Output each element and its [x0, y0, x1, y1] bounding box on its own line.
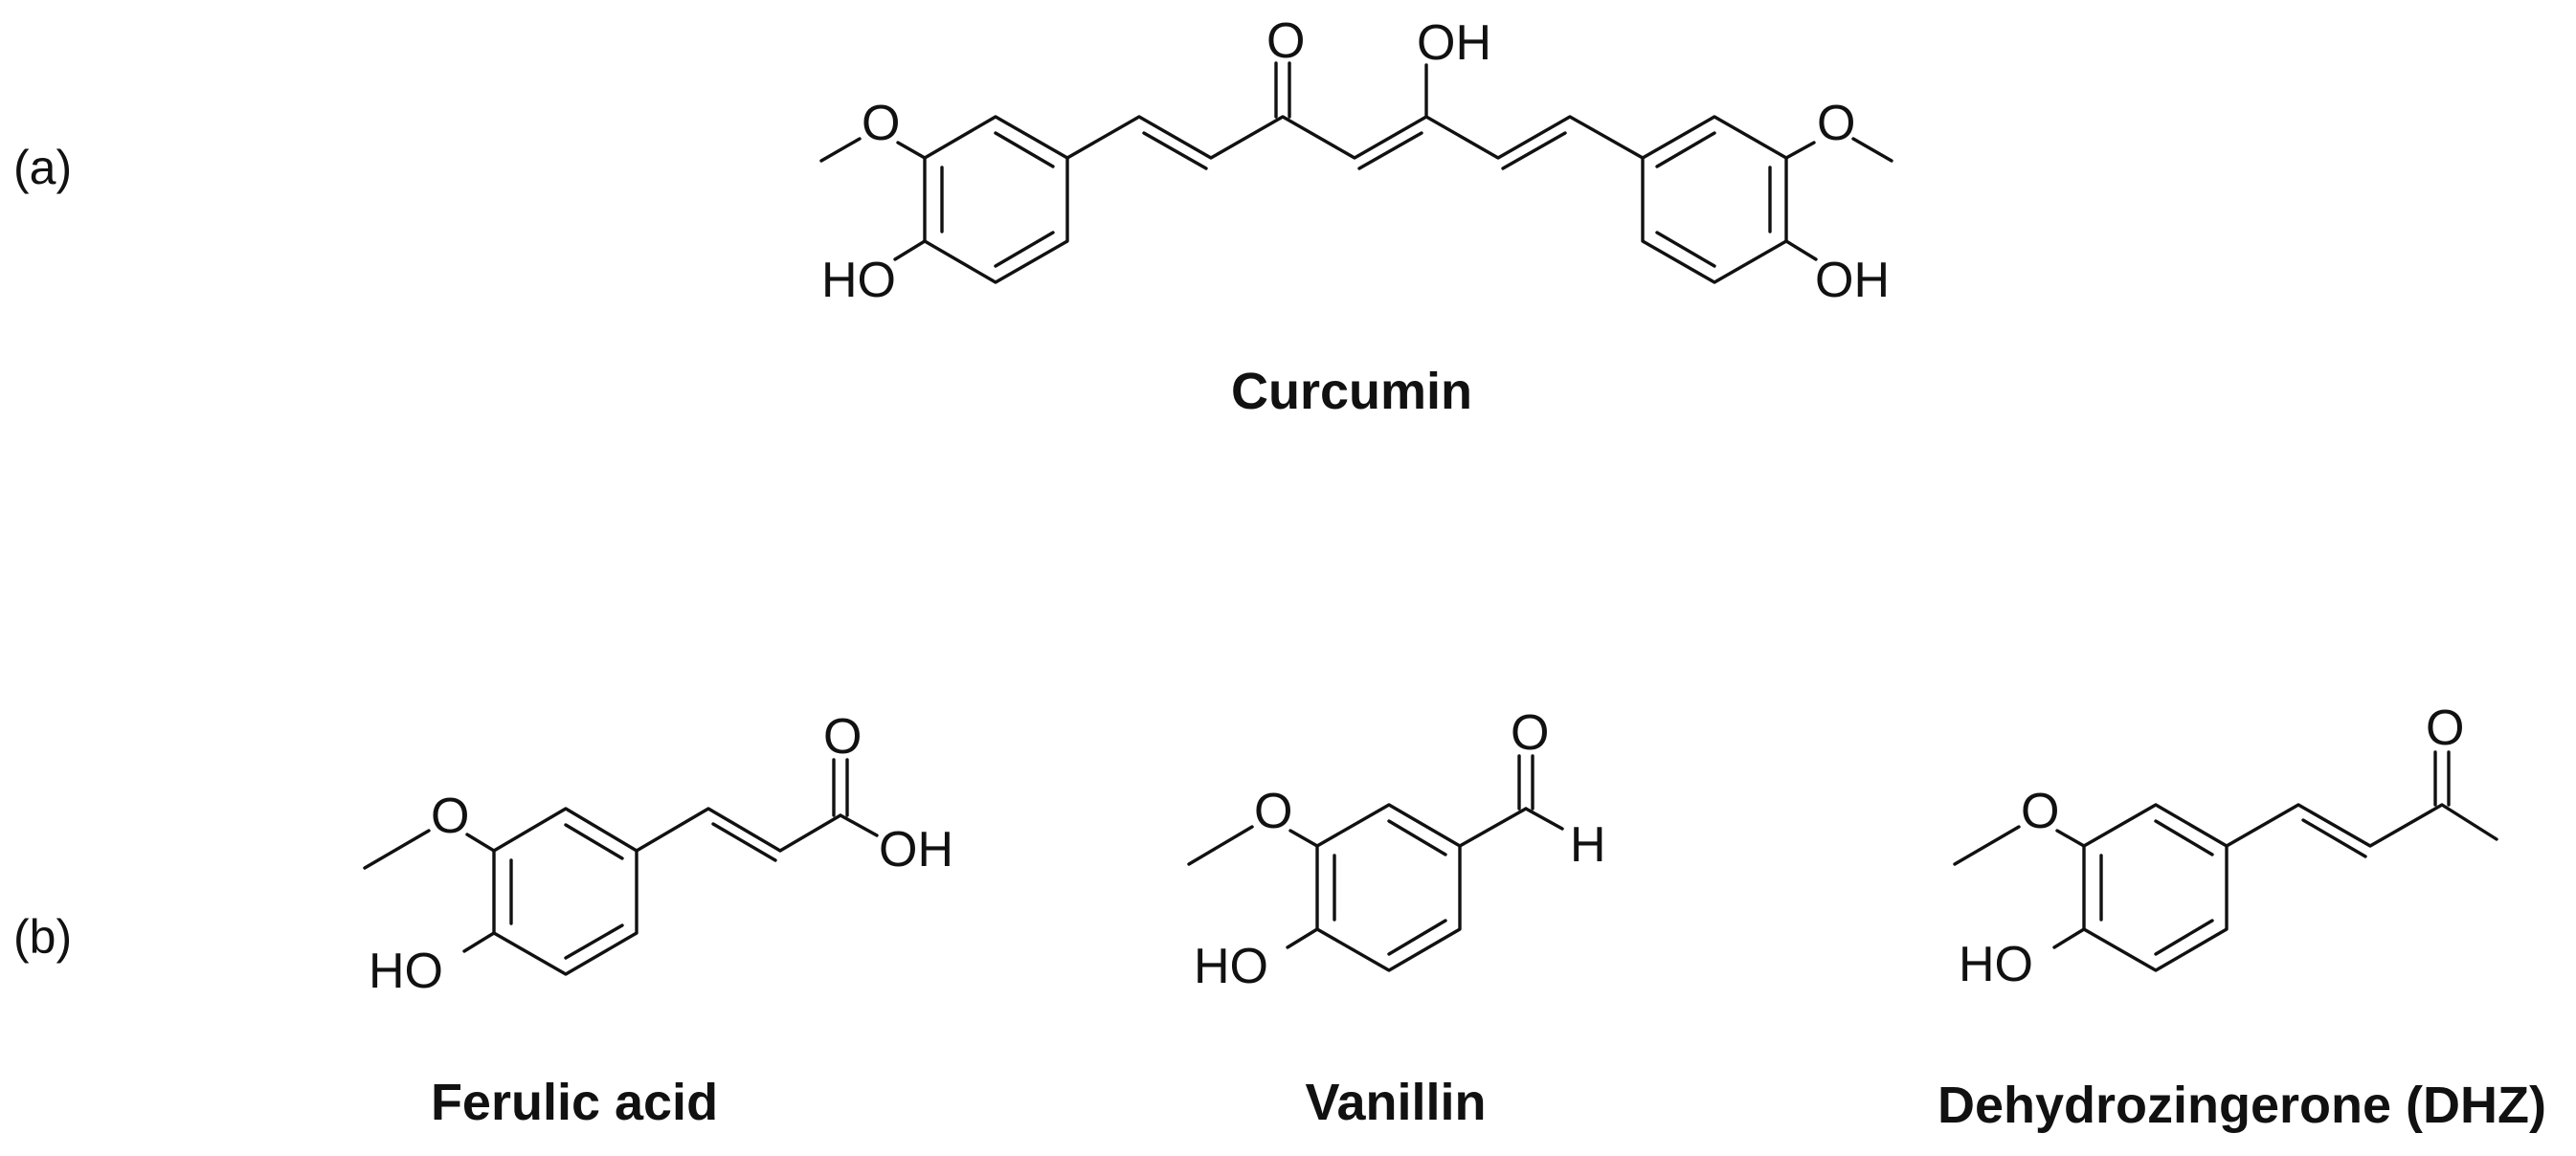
- curcumin-ketone-oxygen: O: [1266, 13, 1305, 69]
- vanillin-ring-double-3: [1387, 919, 1447, 956]
- curcumin-structure: O HO O OH O OH: [819, 13, 1893, 308]
- curcumin-left-methoxy-bond-2: [819, 137, 862, 163]
- ferulic-ring-double-3: [564, 923, 624, 960]
- curcumin-enol-hydroxyl: OH: [1417, 15, 1491, 71]
- vanillin-structure: O HO O H: [1187, 705, 1606, 994]
- dhz-ring-double-2: [2154, 819, 2214, 856]
- vanillin-methoxy-oxygen: O: [1254, 784, 1292, 839]
- ferulic-methoxy-bond-1: [465, 833, 496, 853]
- ferulic-ring-double-2: [564, 823, 624, 860]
- dhz-methoxy-oxygen: O: [2021, 784, 2059, 839]
- dhz-ring-double-3: [2154, 919, 2214, 956]
- ferulic-methoxy-bond-2: [363, 829, 431, 870]
- ferulic-hydroxyl-acid-bond: [839, 813, 879, 837]
- curcumin-linker-chain: [1065, 115, 1645, 160]
- vanillin-aldehyde-bond: [1458, 807, 1528, 848]
- curcumin-right-ring-double-1: [1655, 131, 1716, 168]
- curcumin-right-methoxy-bond-1: [1784, 141, 1816, 160]
- ferulic-acid-name: Ferulic acid: [431, 1074, 718, 1131]
- curcumin-left-ring-double-2: [994, 131, 1055, 168]
- curcumin-linker-double-3: [1501, 131, 1567, 170]
- vanillin-hydroxyl-bond: [1286, 927, 1319, 949]
- ferulic-acid-structure: O HO O OH: [363, 709, 953, 999]
- curcumin-linker-double-2: [1357, 131, 1423, 170]
- panel-label-b: (b): [13, 910, 72, 964]
- dhz-side-chain-double: [2301, 818, 2367, 858]
- dhz-ring: [2082, 803, 2229, 972]
- curcumin-right-hydroxyl-label: OH: [1815, 253, 1890, 308]
- curcumin-right-methoxy-bond-2: [1851, 137, 1893, 163]
- curcumin-linker-double-1: [1142, 131, 1208, 170]
- panel-label-a: (a): [13, 141, 72, 194]
- ferulic-carbonyl-oxygen: O: [823, 709, 862, 765]
- curcumin-left-ring-double-3: [994, 231, 1055, 268]
- ferulic-ring: [492, 807, 638, 976]
- curcumin-right-methoxy-oxygen: O: [1817, 96, 1855, 151]
- dhz-methoxy-bond-1: [2055, 829, 2086, 848]
- dhz-hydroxyl-label: HO: [1959, 937, 2033, 992]
- curcumin-right-ring-double-3: [1655, 231, 1716, 268]
- vanillin-methoxy-bond-1: [1288, 829, 1319, 848]
- dhz-hydroxyl-bond: [2052, 927, 2086, 949]
- curcumin-left-hydroxyl-label: HO: [821, 253, 896, 308]
- ferulic-side-chain-double: [711, 822, 777, 862]
- ferulic-side-chain: [635, 807, 842, 853]
- dhz-methoxy-bond-2: [1953, 825, 2021, 866]
- vanillin-hydrogen-bond: [1524, 807, 1564, 831]
- vanillin-hydroxyl-label: HO: [1194, 939, 1268, 994]
- curcumin-left-ring: [923, 115, 1069, 284]
- vanillin-aldehyde-hydrogen: H: [1570, 817, 1606, 873]
- ferulic-hydroxyl-bond: [462, 931, 496, 953]
- curcumin-left-methoxy-bond-1: [896, 141, 927, 160]
- ferulic-acid-hydroxyl: OH: [879, 822, 953, 878]
- curcumin-left-hydroxyl-bond: [893, 239, 927, 261]
- vanillin-name: Vanillin: [1305, 1074, 1486, 1131]
- curcumin-name: Curcumin: [1231, 363, 1472, 420]
- vanillin-ring: [1315, 803, 1462, 972]
- curcumin-right-ring: [1641, 115, 1788, 284]
- dehydrozingerone-structure: O HO O: [1953, 700, 2498, 992]
- ferulic-hydroxyl-label: HO: [369, 944, 443, 999]
- dhz-side-chain: [2225, 803, 2498, 848]
- curcumin-left-methoxy-oxygen: O: [862, 96, 900, 151]
- vanillin-ring-double-2: [1387, 819, 1447, 856]
- vanillin-methoxy-bond-2: [1187, 825, 1254, 866]
- dhz-carbonyl-oxygen: O: [2426, 700, 2464, 756]
- dehydrozingerone-name: Dehydrozingerone (DHZ): [1938, 1077, 2546, 1134]
- vanillin-carbonyl-oxygen: O: [1511, 705, 1549, 761]
- curcumin-right-hydroxyl-bond: [1784, 239, 1818, 261]
- ferulic-methoxy-oxygen: O: [431, 789, 469, 844]
